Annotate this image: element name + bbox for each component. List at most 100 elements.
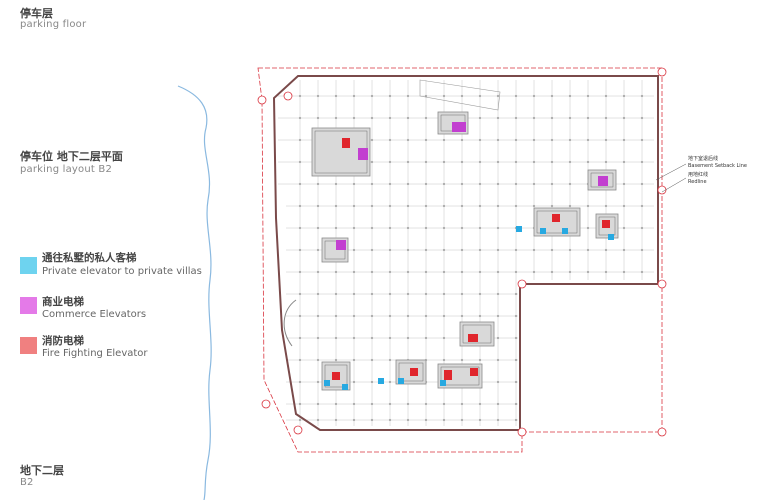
column [352,314,356,318]
fire-elevator [602,220,610,228]
column [388,292,392,296]
column [622,226,626,230]
column [568,94,572,98]
column [478,204,482,208]
column [316,380,320,384]
column [460,314,464,318]
ramp-top [419,79,501,111]
column [640,226,644,230]
column [478,116,482,120]
core-inner [598,216,616,236]
legend-label-zh: 商业电梯 [42,296,84,308]
column [334,116,338,120]
column [496,418,500,422]
column [316,94,320,98]
column [622,160,626,164]
column [424,314,428,318]
column [460,138,464,142]
axis-marker [517,427,527,437]
column [478,94,482,98]
column [550,204,554,208]
axis-marker [257,95,267,105]
column [532,270,536,274]
column [568,204,572,208]
column [334,292,338,296]
floor-title: 地下二层 [20,464,64,477]
column [478,138,482,142]
fire-elevator [410,368,418,376]
column [496,182,500,186]
column [388,116,392,120]
column [568,270,572,274]
column [496,116,500,120]
column [370,226,374,230]
section-subtitle: parking layout B2 [20,164,113,175]
setback-label-zh: 地下室退后线 [688,155,718,162]
column [514,358,518,362]
column [622,204,626,208]
column [298,116,302,120]
column [424,402,428,406]
private-elevator [540,228,546,234]
column [424,116,428,120]
redline-label-en: Redline [688,179,707,185]
column [334,402,338,406]
column [298,138,302,142]
column [388,160,392,164]
column [334,94,338,98]
setback-label-en: Basement Setback Line [688,163,747,169]
column [568,138,572,142]
column [370,418,374,422]
column [316,418,320,422]
private-elevator [608,234,614,240]
column [640,204,644,208]
private-elevator [398,378,404,384]
column [460,270,464,274]
column [316,226,320,230]
column [370,182,374,186]
axis-marker [293,425,303,435]
setback-leader [655,163,687,181]
column [640,270,644,274]
column [496,358,500,362]
column [334,204,338,208]
column [496,336,500,340]
column [604,94,608,98]
column [622,248,626,252]
column [460,94,464,98]
column [442,358,446,362]
column [532,204,536,208]
column [496,270,500,274]
column [298,418,302,422]
column [406,270,410,274]
column [604,116,608,120]
column [424,160,428,164]
column [388,204,392,208]
column [388,270,392,274]
column [370,380,374,384]
column [334,314,338,318]
column [496,292,500,296]
column [442,270,446,274]
column [406,248,410,252]
column [334,270,338,274]
column [388,138,392,142]
fire-elevator [332,372,340,380]
column [424,418,428,422]
column [514,418,518,422]
column [532,160,536,164]
column [478,226,482,230]
fire-elevator [470,368,478,376]
column [298,292,302,296]
column [352,204,356,208]
axis-marker [517,279,527,289]
fire-elevator [444,370,452,380]
column [370,248,374,252]
column [514,138,518,142]
river-line [177,85,212,500]
column [406,336,410,340]
column [460,402,464,406]
column [442,160,446,164]
redline-leader [661,177,687,193]
